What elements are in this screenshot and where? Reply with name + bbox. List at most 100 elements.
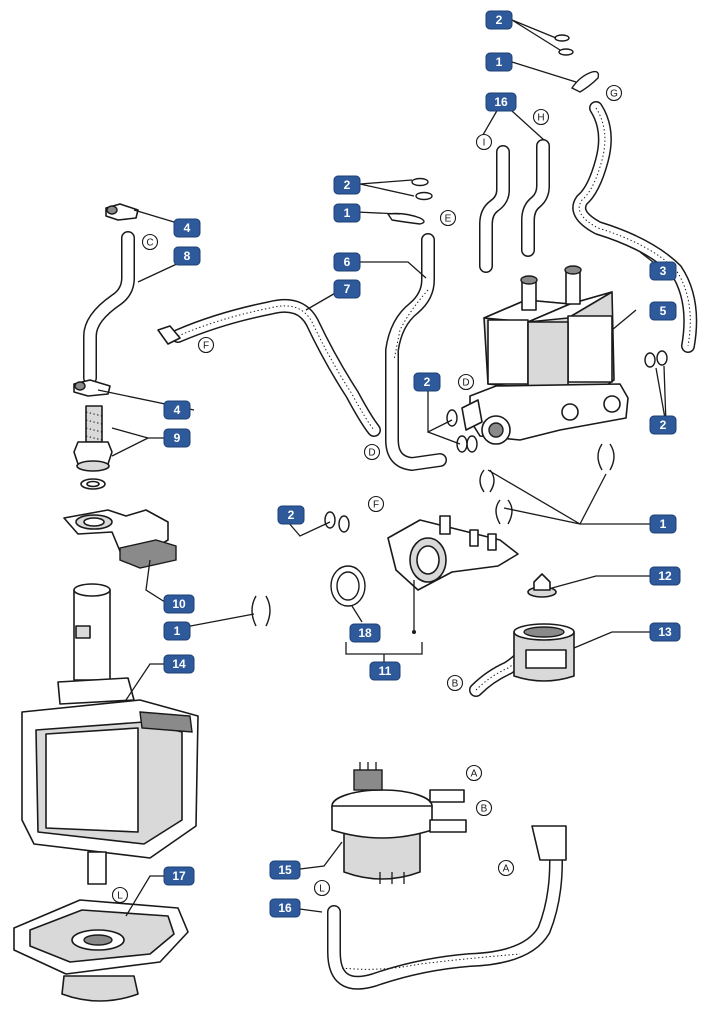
connection-point-b-bottom: B xyxy=(475,799,493,817)
callout-box xyxy=(485,92,517,112)
callout-label: 5 xyxy=(660,304,667,318)
callout-box xyxy=(413,372,441,392)
callout-box xyxy=(163,866,195,886)
callout-label: 9 xyxy=(174,431,181,445)
connection-point-l-bottom: L xyxy=(313,879,331,897)
callout-box xyxy=(173,218,201,238)
part-seal-set-right xyxy=(644,350,668,368)
connection-point-e: E xyxy=(439,209,457,227)
part-bracket-10 xyxy=(63,509,177,569)
part-spiral-hose-3 xyxy=(572,101,698,353)
callout-4-top: 4 xyxy=(173,218,201,238)
connection-point-a-bottom: A xyxy=(497,859,515,877)
connection-letter: F xyxy=(203,341,209,352)
callout-box xyxy=(485,52,513,72)
callout-label: 2 xyxy=(496,13,503,27)
callout-label: 16 xyxy=(494,95,508,109)
callout-label: 1 xyxy=(344,206,351,220)
callout-label: 1 xyxy=(174,624,181,638)
part-seal-set-valve xyxy=(446,409,478,453)
callout-box xyxy=(173,246,201,266)
callout-box xyxy=(333,279,361,299)
connection-point-l-top: L xyxy=(111,886,129,904)
connection-point-a-top: A xyxy=(465,764,483,782)
callout-6: 6 xyxy=(333,252,361,272)
callout-label: 14 xyxy=(172,657,186,671)
callout-11: 11 xyxy=(369,661,401,681)
connection-letter: F xyxy=(373,500,379,511)
callout-box xyxy=(269,860,301,880)
callout-label: 4 xyxy=(184,221,191,235)
part-hose-bottom xyxy=(327,825,567,990)
callout-1-right: 1 xyxy=(649,514,677,534)
callout-5: 5 xyxy=(649,301,677,321)
callout-box xyxy=(349,623,381,643)
callout-label: 2 xyxy=(344,178,351,192)
callout-label: 8 xyxy=(184,249,191,263)
callout-box xyxy=(485,10,513,30)
part-outlet-13 xyxy=(469,623,575,697)
part-tube-16-h xyxy=(521,139,550,257)
callout-box xyxy=(649,261,677,281)
callout-box xyxy=(649,514,677,534)
part-clip-mid xyxy=(386,212,425,225)
part-clip-top xyxy=(570,70,600,93)
callout-2-left: 2 xyxy=(277,505,305,525)
part-clamp-4-bottom xyxy=(73,379,111,397)
callout-box xyxy=(333,203,361,223)
part-clip-left xyxy=(251,595,271,627)
part-connector-11 xyxy=(387,515,519,591)
callout-1-left: 1 xyxy=(163,621,191,641)
callout-box xyxy=(163,594,195,614)
callout-1-mid: 1 xyxy=(333,203,361,223)
callout-label: 2 xyxy=(660,418,667,432)
connection-point-h: H xyxy=(532,108,550,126)
callout-label: 4 xyxy=(174,403,181,417)
callout-label: 17 xyxy=(172,869,186,883)
callout-label: 1 xyxy=(660,517,667,531)
callout-tags: 2 1 16 2 1 4 8 6 xyxy=(163,10,681,918)
connection-letter: B xyxy=(481,804,488,815)
part-base-17 xyxy=(13,899,189,1002)
callout-label: 11 xyxy=(379,664,392,678)
callout-box xyxy=(277,505,305,525)
part-spiral-hose-7 xyxy=(157,298,381,437)
callout-label: 1 xyxy=(496,55,503,69)
connection-point-g: G xyxy=(605,84,623,102)
callout-box xyxy=(649,301,677,321)
callout-box xyxy=(649,566,681,586)
part-seal-18 xyxy=(330,565,366,607)
callout-label: 6 xyxy=(344,255,351,269)
callout-16-bottom: 16 xyxy=(269,898,301,918)
callout-16-top: 16 xyxy=(485,92,517,112)
callout-box xyxy=(649,415,677,435)
connection-letter: L xyxy=(117,891,123,902)
part-flowmeter-15 xyxy=(331,762,467,884)
part-seal-set-mid xyxy=(411,177,433,201)
callout-label: 16 xyxy=(278,901,292,915)
callout-1-top: 1 xyxy=(485,52,513,72)
callout-10: 10 xyxy=(163,594,195,614)
callout-label: 13 xyxy=(658,625,672,639)
callout-12: 12 xyxy=(649,566,681,586)
connection-point-i: I xyxy=(475,133,493,151)
connection-letter: H xyxy=(537,113,544,124)
callout-label: 15 xyxy=(278,863,292,877)
part-pump-14 xyxy=(21,583,199,885)
callout-box xyxy=(163,400,191,420)
callout-2-top: 2 xyxy=(485,10,513,30)
callout-box xyxy=(163,428,191,448)
part-seal-set-left xyxy=(324,511,350,533)
connection-point-f-mid: F xyxy=(367,495,385,513)
callout-14: 14 xyxy=(163,654,195,674)
callout-2-valve: 2 xyxy=(413,372,441,392)
callout-13: 13 xyxy=(649,622,681,642)
callout-box xyxy=(369,661,401,681)
connection-letter: I xyxy=(483,138,486,149)
connection-point-f-top: F xyxy=(197,336,215,354)
callout-18: 18 xyxy=(349,623,381,643)
leader-lines xyxy=(97,19,667,917)
callout-8: 8 xyxy=(173,246,201,266)
callout-box xyxy=(163,654,195,674)
